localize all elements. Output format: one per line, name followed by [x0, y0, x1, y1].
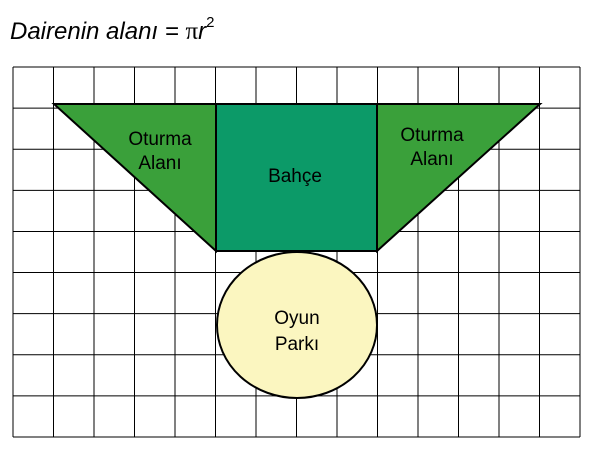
garden-label: Bahçe	[268, 166, 322, 187]
playground-area	[216, 251, 378, 399]
exponent: 2	[206, 14, 215, 31]
pi-symbol: π	[185, 18, 199, 45]
left-seating-label-line1: Oturma	[128, 129, 192, 150]
playground-label-line1: Oyun	[274, 308, 319, 329]
right-seating-area	[376, 103, 543, 254]
radius-variable: r	[198, 18, 207, 45]
garden-area	[215, 103, 378, 252]
playground-label-line2: Parkı	[275, 334, 319, 355]
formula-prefix: Dairenin alanı =	[10, 18, 186, 45]
area-formula: Dairenin alanı = πr2	[10, 4, 214, 48]
right-seating-label-line1: Oturma	[400, 125, 464, 146]
right-seating-label-line2: Alanı	[410, 149, 453, 170]
left-seating-label-line2: Alanı	[138, 153, 181, 174]
